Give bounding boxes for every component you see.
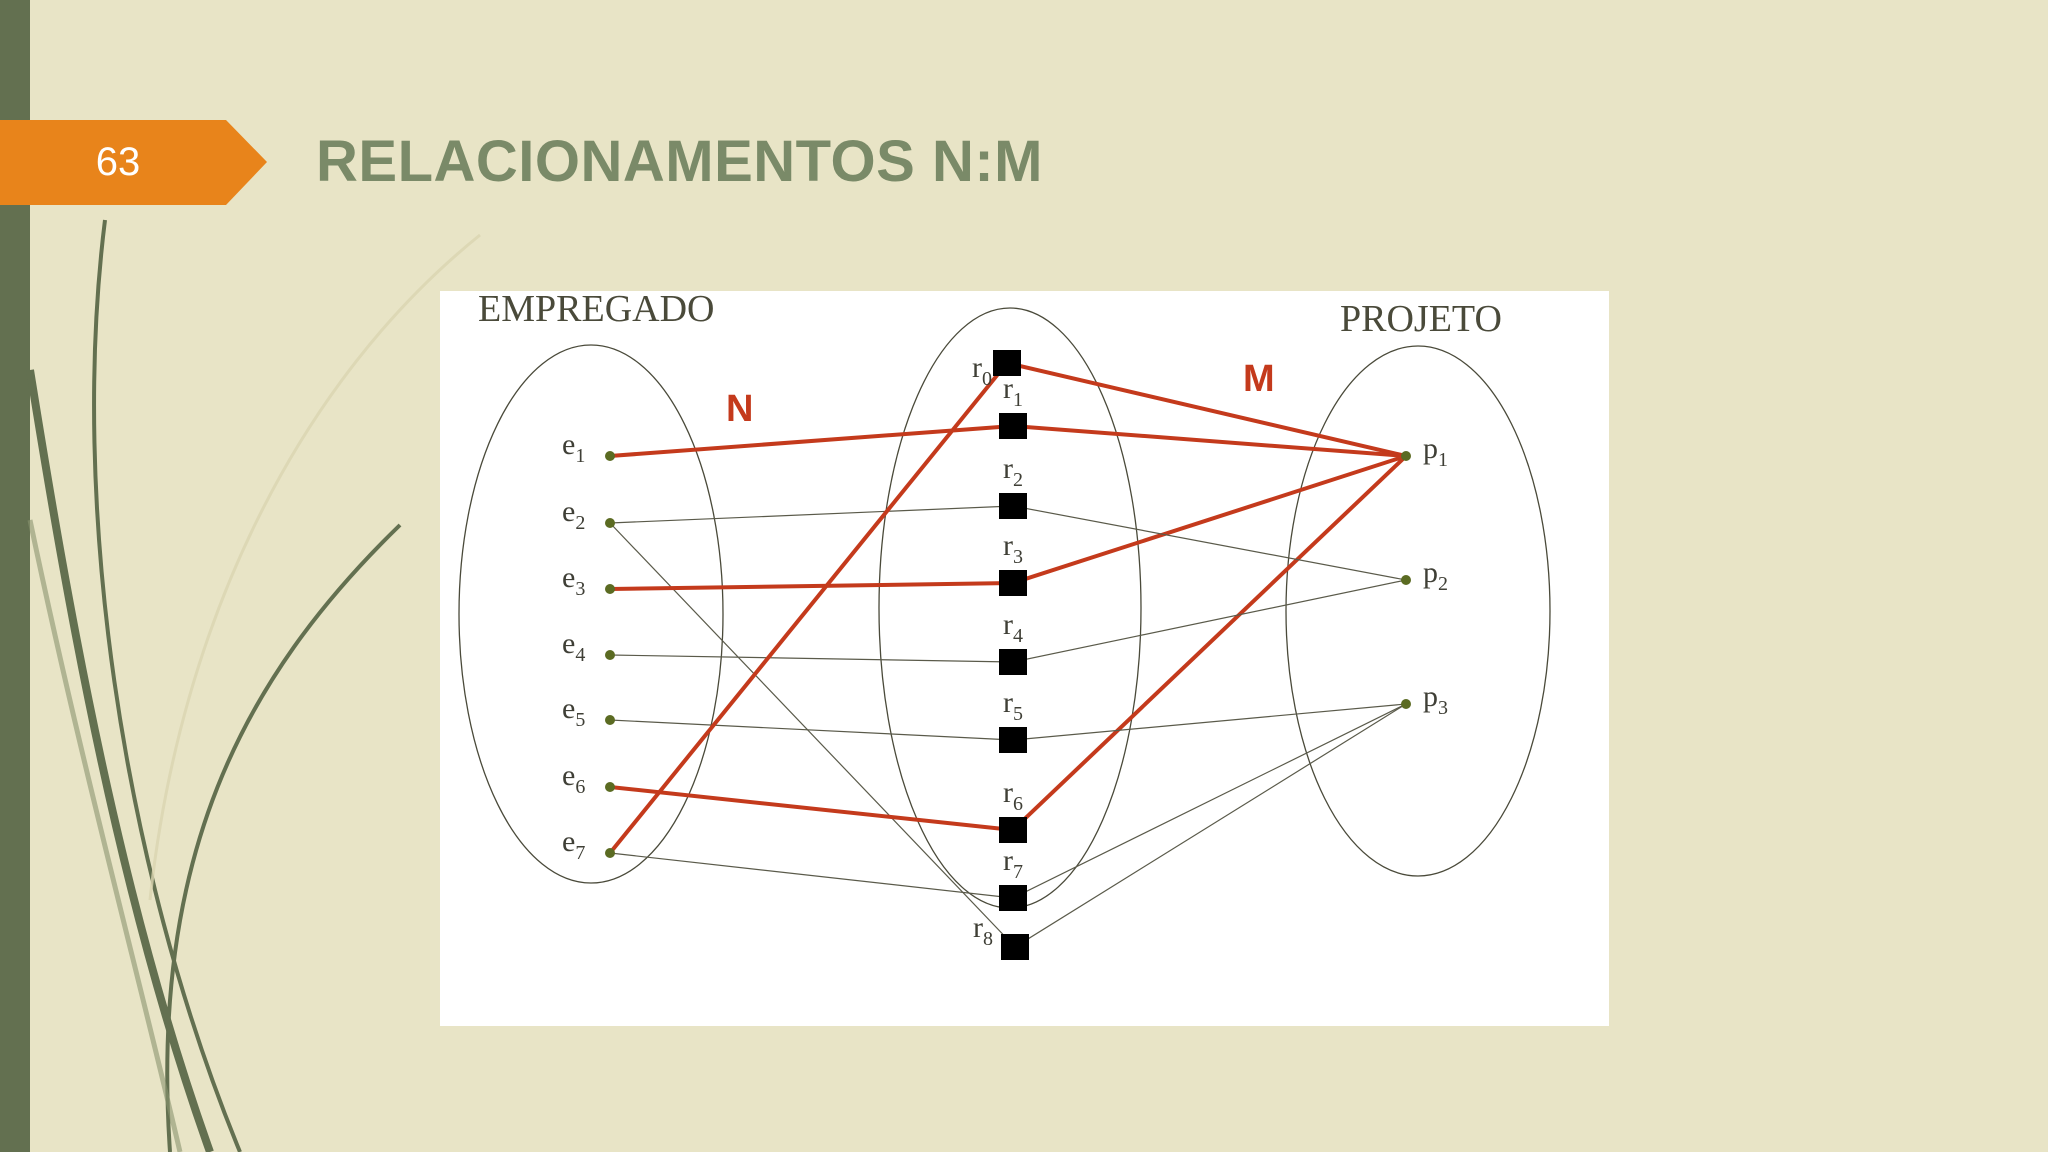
node-dot-p1 [1401,451,1411,461]
edge-e5-r5 [609,719,1014,741]
relationship-diagram: EMPREGADO PROJETO N M e1 e2 e3 e4 e5 e6 e7 r0 r1… [440,291,1609,1026]
node-label-r6: r6 [1003,776,1023,815]
empregado-node-e7: e7 [562,825,615,864]
node-square-r1 [999,413,1027,439]
projeto-set-ellipse [1285,345,1551,877]
node-label-e3: e3 [562,561,585,600]
relationship-node-r1: r1 [999,372,1027,439]
node-dot-e7 [605,848,615,858]
node-dot-p3 [1401,699,1411,709]
node-dot-e4 [605,650,615,660]
relationship-node-r0: r0 [972,350,1021,390]
empregado-set-ellipse [458,344,724,884]
edge-r6-p1 [1011,454,1408,832]
node-label-r4: r4 [1003,608,1023,647]
node-label-e4: e4 [562,627,585,666]
edge-e1-r1 [609,424,1014,458]
edge-e7-r0 [608,361,1009,855]
node-label-e5: e5 [562,692,585,731]
edge-e2-r8 [609,522,1016,948]
node-square-r3 [999,570,1027,596]
relationship-node-r4: r4 [999,608,1027,675]
cardinality-n: N [726,388,753,430]
node-square-r8 [1001,934,1029,960]
edge-r2-p2 [1012,505,1407,581]
projeto-node-p2: p2 [1401,556,1448,595]
edge-r7-p3 [1012,703,1407,899]
empregado-node-e5: e5 [562,692,615,731]
slide-number-tag [0,120,267,205]
projeto-node-p3: p3 [1401,680,1448,719]
node-label-p1: p1 [1423,432,1448,471]
node-label-r3: r3 [1003,529,1023,568]
node-label-r8: r8 [973,911,993,950]
empregado-node-e4: e4 [562,627,615,666]
projeto-node-p1: p1 [1401,432,1448,471]
edge-r0-p1 [1006,361,1407,458]
node-label-e6: e6 [562,759,585,798]
edge-r8-p3 [1014,703,1407,948]
edge-r3-p1 [1012,454,1407,585]
edge-e2-r2 [609,505,1014,524]
relationship-node-r2: r2 [999,452,1027,519]
relationship-node-r6: r6 [999,776,1027,843]
relationship-node-r7: r7 [999,844,1027,911]
node-label-e2: e2 [562,495,585,534]
node-dot-e6 [605,782,615,792]
edge-r5-p3 [1012,703,1407,741]
empregado-node-e3: e3 [562,561,615,600]
node-square-r6 [999,817,1027,843]
edge-e4-r4 [609,654,1014,663]
empregado-node-e6: e6 [562,759,615,798]
node-label-r7: r7 [1003,844,1023,883]
edge-e6-r6 [609,785,1014,832]
cardinality-m: M [1243,358,1275,400]
relationship-node-r8: r8 [973,911,1029,960]
node-label-r1: r1 [1003,372,1023,411]
node-dot-e5 [605,715,615,725]
node-square-r4 [999,649,1027,675]
empregado-node-e1: e1 [562,428,615,467]
slide-title: RELACIONAMENTOS N:M [316,129,1043,194]
relationship-node-r5: r5 [999,686,1027,753]
node-square-r0 [993,350,1021,376]
node-label-r2: r2 [1003,452,1023,491]
node-square-r7 [999,885,1027,911]
relationship-node-r3: r3 [999,529,1027,596]
node-dot-e2 [605,518,615,528]
empregado-node-e2: e2 [562,495,615,534]
edge-e3-r3 [609,581,1014,591]
node-label-r0: r0 [972,351,992,390]
node-label-p3: p3 [1423,680,1448,719]
edge-e7-r7 [609,852,1014,899]
node-label-p2: p2 [1423,556,1448,595]
empregado-label: EMPREGADO [478,291,714,330]
edge-r4-p2 [1012,579,1407,663]
projeto-label: PROJETO [1340,298,1502,340]
node-label-e7: e7 [562,825,585,864]
slide-number: 63 [95,140,141,184]
node-label-r5: r5 [1003,686,1023,725]
node-dot-e1 [605,451,615,461]
node-square-r2 [999,493,1027,519]
edge-r1-p1 [1012,424,1407,458]
node-dot-e3 [605,584,615,594]
node-label-e1: e1 [562,428,585,467]
node-square-r5 [999,727,1027,753]
node-dot-p2 [1401,575,1411,585]
